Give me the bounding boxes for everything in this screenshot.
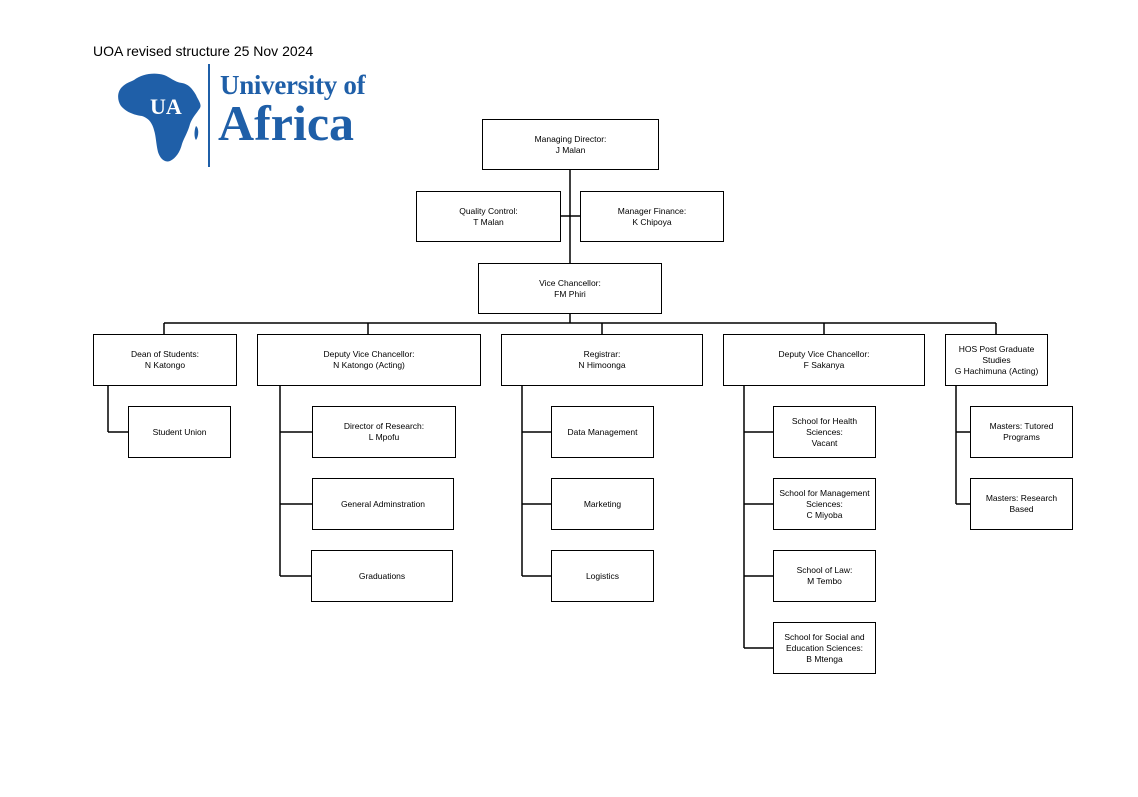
node-student-union: Student Union <box>128 406 231 458</box>
node-role: School for Management Sciences: <box>779 487 870 509</box>
logo-divider <box>208 64 210 167</box>
logo-text-line1: University of <box>220 70 366 100</box>
node-vice-chancellor: Vice Chancellor: FM Phiri <box>478 263 662 314</box>
node-role: Masters: Research Based <box>985 493 1058 514</box>
node-school-management-sciences: School for Management Sciences: C Miyoba <box>773 478 876 530</box>
node-person: N Katongo (Acting) <box>333 360 405 370</box>
logo-badge-text: UA <box>150 94 182 119</box>
node-person: C Miyoba <box>806 509 843 520</box>
node-role: School for Social and Education Sciences… <box>784 631 865 653</box>
africa-map-icon: UA <box>118 73 201 162</box>
node-role: School of Law: <box>796 565 853 575</box>
node-role: Managing Director: <box>534 133 607 144</box>
node-role: School for Health Sciences: <box>791 415 858 437</box>
node-role: Director of Research: <box>343 421 425 431</box>
node-registrar: Registrar: N Himoonga <box>501 334 703 386</box>
node-person: K Chipoya <box>632 216 672 227</box>
node-role: Masters: Tutored Programs <box>989 421 1054 442</box>
university-logo: UA University of Africa <box>112 62 372 170</box>
node-person: N Himoonga <box>578 360 626 370</box>
node-data-management: Data Management <box>551 406 654 458</box>
node-managing-director: Managing Director: J Malan <box>482 119 659 170</box>
node-quality-control: Quality Control: T Malan <box>416 191 561 242</box>
node-person: N Katongo <box>144 360 186 370</box>
node-graduations: Graduations <box>311 550 453 602</box>
node-role: Marketing <box>583 498 622 509</box>
node-person: Vacant <box>811 437 838 448</box>
node-person: FM Phiri <box>554 288 586 299</box>
node-deputy-vice-chancellor-1: Deputy Vice Chancellor: N Katongo (Actin… <box>257 334 481 386</box>
node-person: M Tembo <box>807 576 842 586</box>
node-role: Deputy Vice Chancellor: <box>778 349 870 359</box>
node-person: L Mpofu <box>368 432 400 442</box>
node-manager-finance: Manager Finance: K Chipoya <box>580 191 724 242</box>
logo-text-line2: Africa <box>218 95 355 151</box>
node-dean-of-students: Dean of Students: N Katongo <box>93 334 237 386</box>
node-role: Graduations <box>358 570 406 581</box>
node-person: F Sakanya <box>803 360 845 370</box>
node-role: Student Union <box>152 426 207 437</box>
node-role: Manager Finance: <box>617 205 687 216</box>
node-logistics: Logistics <box>551 550 654 602</box>
node-role: Dean of Students: <box>130 349 200 359</box>
node-person: T Malan <box>473 216 504 227</box>
node-masters-research: Masters: Research Based <box>970 478 1073 530</box>
node-deputy-vice-chancellor-2: Deputy Vice Chancellor: F Sakanya <box>723 334 925 386</box>
node-hos-post-graduate: HOS Post Graduate Studies G Hachimuna (A… <box>945 334 1048 386</box>
node-general-administration: General Adminstration <box>312 478 454 530</box>
node-masters-tutored: Masters: Tutored Programs <box>970 406 1073 458</box>
node-person: J Malan <box>555 144 586 155</box>
node-school-health-sciences: School for Health Sciences: Vacant <box>773 406 876 458</box>
node-marketing: Marketing <box>551 478 654 530</box>
node-person: B Mtenga <box>806 653 843 664</box>
node-director-of-research: Director of Research: L Mpofu <box>312 406 456 458</box>
node-role: Deputy Vice Chancellor: <box>323 349 415 359</box>
document-title: UOA revised structure 25 Nov 2024 <box>93 43 314 59</box>
node-role: Logistics <box>585 570 620 581</box>
node-role: General Adminstration <box>340 498 426 509</box>
node-role: Vice Chancellor: <box>539 277 601 288</box>
node-school-of-law: School of Law: M Tembo <box>773 550 876 602</box>
node-role: HOS Post Graduate Studies <box>958 343 1035 365</box>
node-school-social-education: School for Social and Education Sciences… <box>773 622 876 674</box>
node-role: Quality Control: <box>459 205 518 216</box>
node-person: G Hachimuna (Acting) <box>954 365 1039 376</box>
node-role: Registrar: <box>583 349 621 359</box>
node-role: Data Management <box>567 426 638 437</box>
